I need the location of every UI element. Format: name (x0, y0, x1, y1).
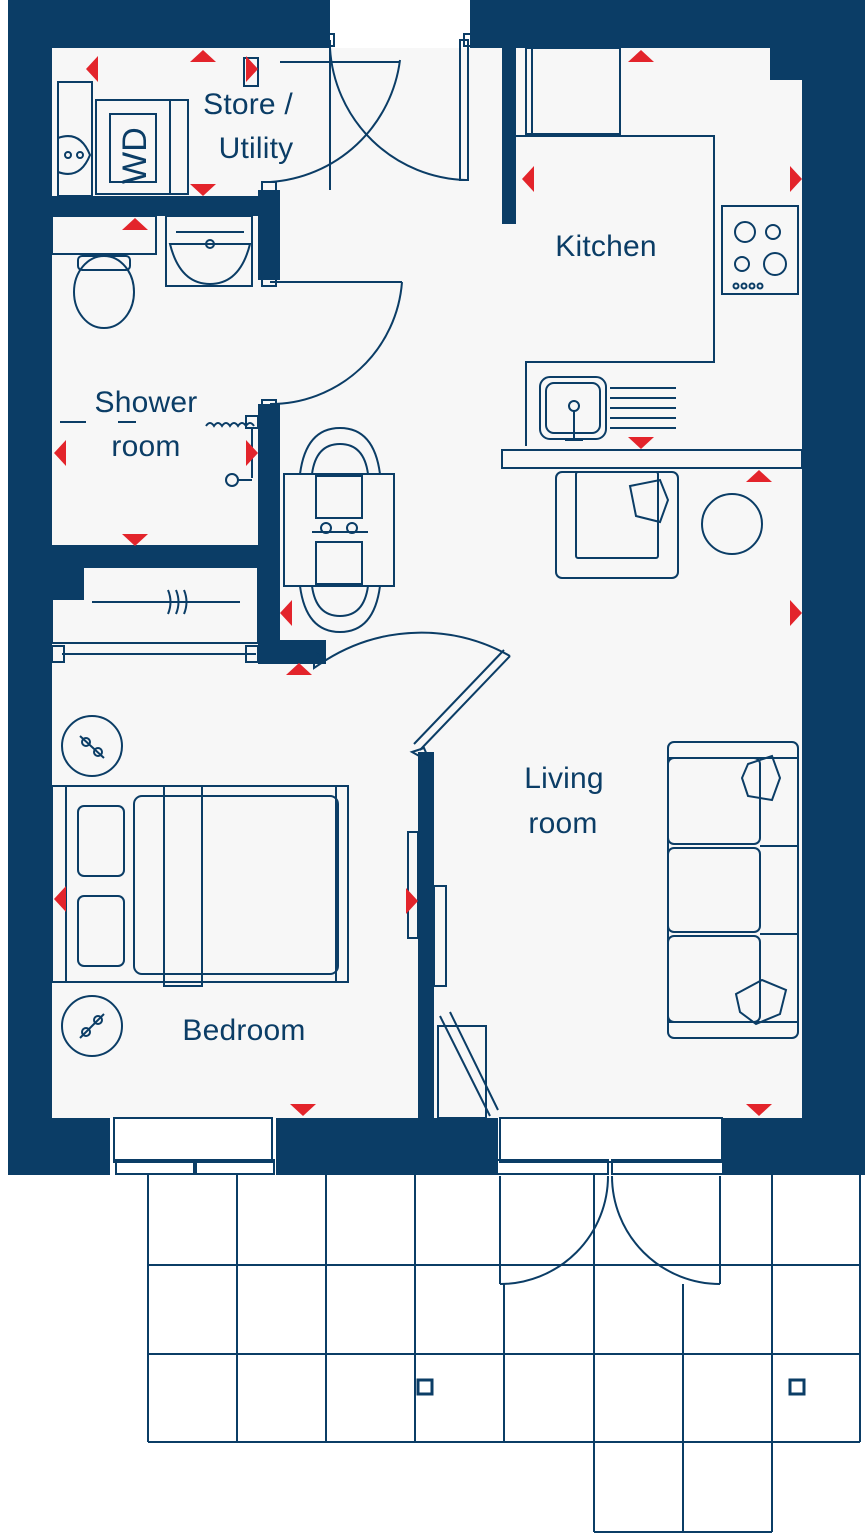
bedside-lamp-icon (61, 995, 123, 1057)
store-utility-label: Store / (203, 88, 293, 121)
dimension-marker-icon (246, 56, 258, 82)
bed-icon (51, 785, 349, 987)
washer-dryer-icon: WD (95, 99, 189, 195)
living-room-label: room (528, 807, 597, 840)
kitchen-label: Kitchen (555, 230, 656, 263)
external-walls (8, 0, 865, 1175)
patio-doors[interactable] (495, 1117, 725, 1285)
kitchen-units (501, 47, 803, 469)
drain-icon (788, 1378, 806, 1396)
dimension-marker-icon (628, 437, 654, 449)
store-utility-label: Utility (219, 132, 294, 165)
internal-walls (52, 48, 516, 1118)
wardrobe-icon (51, 566, 259, 663)
living-room-label: Living (524, 762, 604, 795)
dimension-marker-icon (286, 663, 312, 675)
dimension-marker-icon (628, 50, 654, 62)
dining-table-icon (283, 426, 395, 634)
dimension-marker-icon (746, 1104, 772, 1116)
sofa-icon (667, 741, 799, 1039)
bedroom-door[interactable] (437, 1011, 499, 1119)
store-door[interactable] (261, 40, 401, 195)
dimension-marker-icon (190, 184, 216, 196)
toilet-icon (73, 255, 135, 329)
tv-unit-icon (407, 831, 447, 987)
patio-paving (147, 1175, 861, 1533)
washbasin-icon (57, 135, 92, 175)
dimension-marker-icon (290, 1104, 316, 1116)
shower-room-label: room (111, 430, 180, 463)
hob-icon (721, 205, 799, 295)
dimension-markers (54, 50, 802, 1116)
bedroom-window (113, 1117, 275, 1175)
washer-dryer-label: WD (116, 127, 154, 184)
dimension-marker-icon (406, 888, 418, 914)
shower-door[interactable] (261, 275, 403, 411)
shower-room-label: Shower (95, 386, 198, 419)
entrance-door[interactable] (321, 33, 477, 181)
sink-icon (539, 376, 676, 441)
dimension-marker-icon (122, 218, 148, 230)
dimension-marker-icon (746, 470, 772, 482)
dimension-marker-icon (190, 50, 216, 62)
dimension-marker-icon (246, 440, 258, 466)
dimension-marker-icon (122, 534, 148, 546)
dimension-marker-icon (54, 440, 66, 466)
armchair-icon (555, 471, 679, 579)
drain-icon (416, 1378, 434, 1396)
dimension-marker-icon (522, 166, 534, 192)
room-labels: Store / Utility Kitchen Shower room Livi… (95, 88, 657, 1047)
bedroom-label: Bedroom (182, 1014, 305, 1047)
bedside-lamp-icon (61, 715, 123, 777)
dimension-marker-icon (790, 600, 802, 626)
dimension-marker-icon (54, 886, 66, 912)
dimension-marker-icon (86, 56, 98, 82)
dimension-marker-icon (790, 166, 802, 192)
washbasin-icon (165, 215, 253, 287)
side-table-icon (701, 493, 763, 555)
dimension-marker-icon (280, 600, 292, 626)
living-room-door[interactable] (313, 631, 511, 765)
store-utility-furniture: WD (57, 57, 259, 197)
shower-room-fittings (51, 215, 259, 487)
